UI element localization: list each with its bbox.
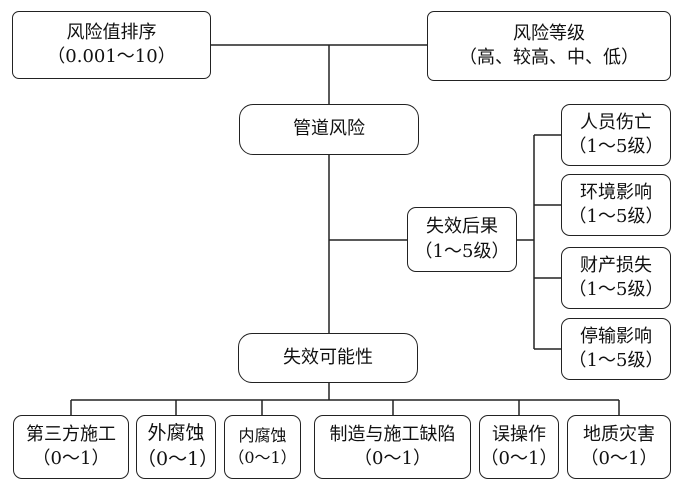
factor-misoperation-box: 误操作 （0～1） — [479, 415, 559, 479]
failure-consequence-title: 失效后果 — [426, 216, 498, 238]
factor-title: 外腐蚀 — [147, 422, 205, 445]
consequence-range: （1～5级） — [568, 136, 664, 157]
factor-range: （0～1） — [228, 448, 297, 467]
consequence-range: （1～5级） — [568, 206, 664, 227]
factor-range: （0～1） — [480, 448, 558, 469]
factor-range: （0～1） — [354, 448, 431, 469]
factor-title: 内腐蚀 — [238, 426, 287, 446]
consequence-title: 人员伤亡 — [580, 111, 652, 133]
pipeline-risk-label: 管道风险 — [293, 118, 365, 140]
consequence-property-box: 财产损失 （1～5级） — [561, 247, 671, 309]
consequence-title: 财产损失 — [580, 254, 652, 276]
factor-range: （0～1） — [137, 448, 219, 470]
risk-level-box: 风险等级 （高、较高、中、低） — [427, 11, 671, 81]
factor-title: 制造与施工缺陷 — [329, 423, 456, 445]
risk-value-range: （0.001～10） — [47, 46, 176, 67]
risk-level-range: （高、较高、中、低） — [459, 47, 639, 68]
factor-third-party-box: 第三方施工 （0～1） — [13, 415, 129, 479]
consequence-title: 环境影响 — [580, 181, 652, 203]
consequence-range: （1～5级） — [568, 350, 664, 371]
failure-probability-label: 失效可能性 — [283, 346, 373, 368]
factor-title: 第三方施工 — [26, 423, 116, 445]
failure-consequence-range: （1～5级） — [414, 240, 510, 262]
factor-range: （0～1） — [32, 448, 110, 469]
consequence-range: （1～5级） — [568, 279, 664, 300]
factor-range: （0～1） — [580, 448, 658, 469]
pipeline-risk-box: 管道风险 — [239, 104, 419, 155]
failure-consequence-box: 失效后果 （1～5级） — [407, 207, 517, 272]
risk-value-title: 风险值排序 — [66, 21, 157, 43]
factor-title: 地质灾害 — [583, 423, 655, 445]
factor-geohazard-box: 地质灾害 （0～1） — [567, 415, 671, 479]
failure-probability-box: 失效可能性 — [238, 333, 418, 383]
factor-internal-corrosion-box: 内腐蚀 （0～1） — [224, 415, 301, 479]
consequence-shutdown-box: 停输影响 （1～5级） — [561, 318, 671, 380]
factor-title: 误操作 — [492, 423, 546, 445]
risk-value-box: 风险值排序 （0.001～10） — [12, 11, 211, 79]
factor-external-corrosion-box: 外腐蚀 （0～1） — [136, 415, 219, 479]
consequence-title: 停输影响 — [580, 325, 652, 347]
consequence-casualties-box: 人员伤亡 （1～5级） — [561, 104, 671, 166]
consequence-environment-box: 环境影响 （1～5级） — [561, 174, 671, 236]
factor-defects-box: 制造与施工缺陷 （0～1） — [314, 415, 471, 479]
risk-level-title: 风险等级 — [513, 22, 585, 44]
